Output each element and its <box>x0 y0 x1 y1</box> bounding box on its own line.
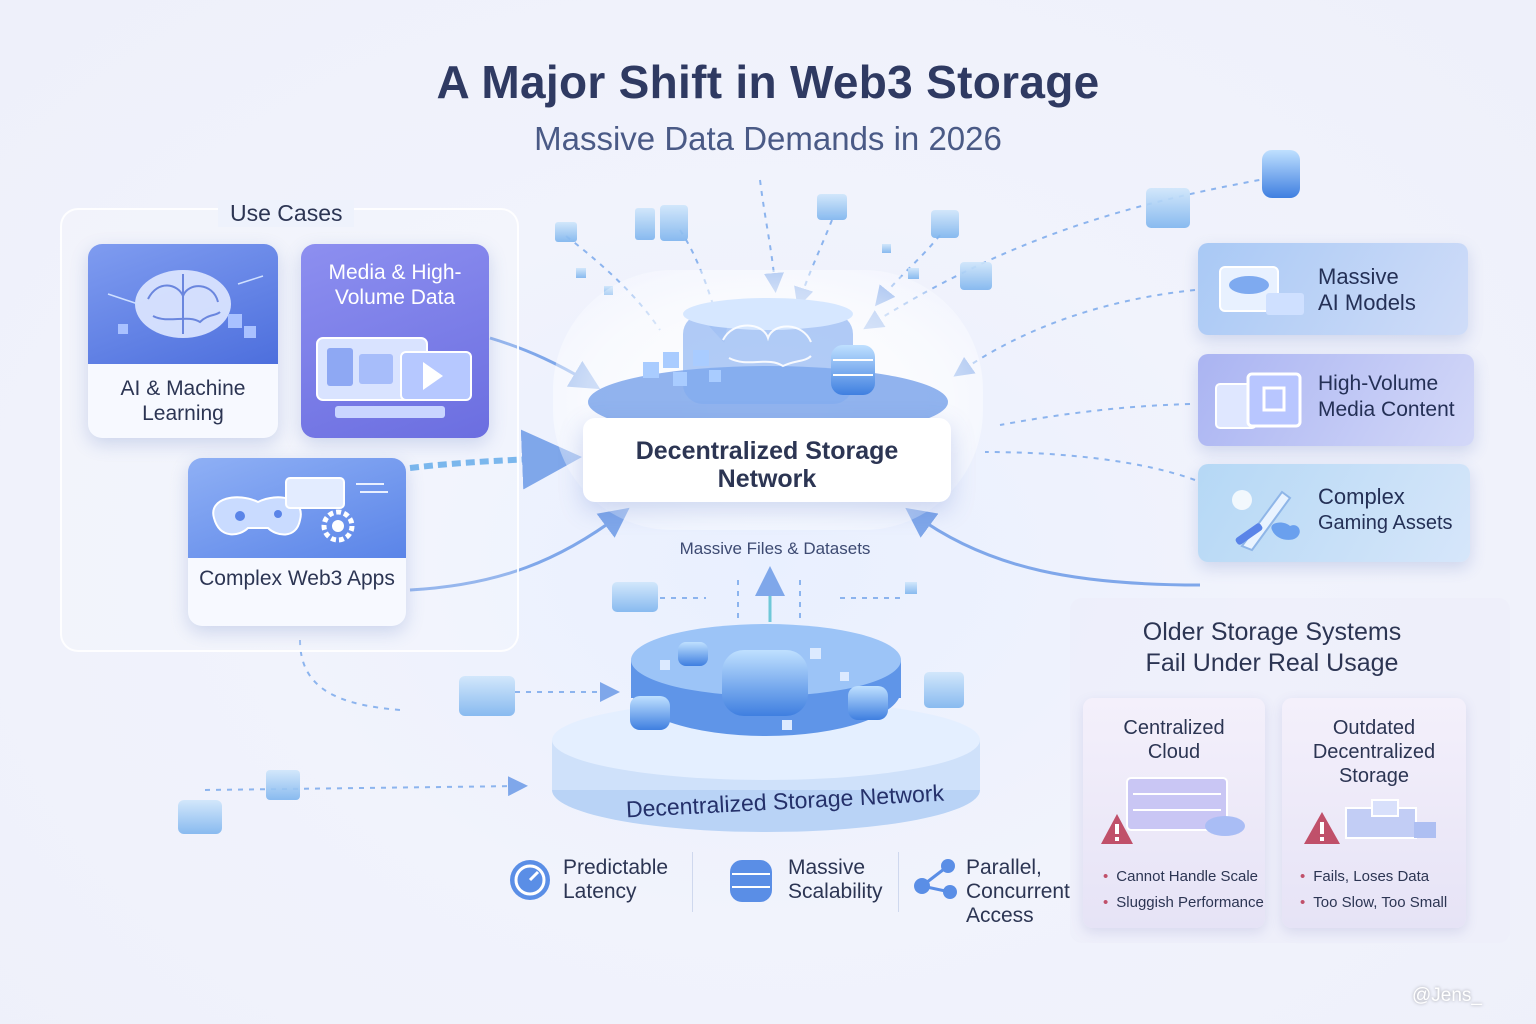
data-type-gaming[interactable]: Complex Gaming Assets <box>1198 464 1470 562</box>
data-type-line2: Media Content <box>1318 398 1455 421</box>
data-type-label: High-Volume Media Content <box>1318 371 1455 423</box>
feature-label-parallel: Parallel, Concurrent Access <box>966 856 1070 928</box>
data-type-label: Massive AI Models <box>1318 264 1416 316</box>
data-type-line1: Massive <box>1318 264 1399 289</box>
feature-line: Concurrent <box>966 880 1070 903</box>
media-screens-icon <box>315 332 475 433</box>
data-type-ai-models[interactable]: Massive AI Models <box>1198 243 1468 335</box>
older-card-centralized-cloud[interactable]: Centralized Cloud Cannot Handle Scale Sl… <box>1083 698 1265 928</box>
use-case-card-web3[interactable]: Complex Web3 Apps <box>188 458 406 626</box>
older-card-bullets: Fails, Loses Data Too Slow, Too Small <box>1300 864 1447 916</box>
data-type-line1: High-Volume <box>1318 372 1439 395</box>
older-title-line: Older Storage Systems <box>1142 618 1402 646</box>
gauge-icon <box>510 860 550 900</box>
use-case-card-ai[interactable]: AI & Machine Learning <box>88 244 278 438</box>
use-case-label-ai: AI & Machine Learning <box>120 377 246 425</box>
use-case-label-web3: Complex Web3 Apps <box>199 567 395 590</box>
older-card-title: Centralized Cloud <box>1123 717 1225 763</box>
older-card-bullets: Cannot Handle Scale Sluggish Performance <box>1103 864 1264 916</box>
feature-label-scalability: Massive Scalability <box>788 856 883 904</box>
feature-latency <box>508 858 552 907</box>
media-icon <box>1215 372 1302 429</box>
brain-icon <box>88 244 278 364</box>
broken-storage-warning-icon <box>1304 799 1436 844</box>
page-subtitle: Massive Data Demands in 2026 <box>534 120 1002 157</box>
use-case-card-media[interactable]: Media & High-Volume Data <box>301 244 489 438</box>
feature-line: Latency <box>563 880 637 903</box>
use-case-label-media: Media & High-Volume Data <box>328 261 462 309</box>
watermark: @Jens_ <box>1412 985 1482 1006</box>
feature-line: Predictable <box>563 856 669 879</box>
central-network-box[interactable] <box>583 418 951 502</box>
feature-line: Scalability <box>788 880 883 903</box>
storage-platform-disc <box>552 624 980 832</box>
feature-divider <box>898 852 899 912</box>
older-card-title: Outdated Decentralized Storage <box>1312 717 1436 787</box>
data-type-label: Complex Gaming Assets <box>1318 484 1453 536</box>
central-network-label: Decentralized Storage Network <box>635 437 899 493</box>
data-type-line1: Complex <box>1318 484 1405 509</box>
older-card-bullet: Too Slow, Too Small <box>1300 890 1447 916</box>
feature-label-latency: Predictable Latency <box>563 856 668 904</box>
use-cases-title: Use Cases <box>218 200 355 227</box>
network-nodes-icon <box>914 859 957 899</box>
data-type-line2: Gaming Assets <box>1318 512 1453 534</box>
database-icon <box>730 860 772 902</box>
feature-line: Massive <box>788 856 866 879</box>
older-systems-title: Older Storage Systems Fail Under Real Us… <box>1072 617 1472 679</box>
server-warning-icon <box>1101 777 1245 844</box>
massive-files-label: Massive Files & Datasets <box>679 539 871 558</box>
feature-line: Parallel, <box>966 856 1042 879</box>
older-title-line: Fail Under Real Usage <box>1145 649 1399 677</box>
feature-parallel <box>912 856 962 905</box>
ai-model-icon <box>1219 266 1304 315</box>
feature-line: Access <box>966 904 1034 927</box>
data-type-line2: AI Models <box>1318 290 1416 315</box>
older-card-outdated-storage[interactable]: Outdated Decentralized Storage Fails, Lo… <box>1282 698 1466 928</box>
page-title: A Major Shift in Web3 Storage <box>436 56 1100 108</box>
gamepad-icon <box>188 458 406 558</box>
sword-icon <box>1232 490 1300 552</box>
older-card-bullet: Sluggish Performance <box>1103 890 1264 916</box>
older-card-bullet: Fails, Loses Data <box>1300 864 1447 890</box>
older-card-bullet: Cannot Handle Scale <box>1103 864 1264 890</box>
data-type-media[interactable]: High-Volume Media Content <box>1198 354 1474 446</box>
feature-divider <box>692 852 693 912</box>
feature-scalability <box>728 856 774 909</box>
